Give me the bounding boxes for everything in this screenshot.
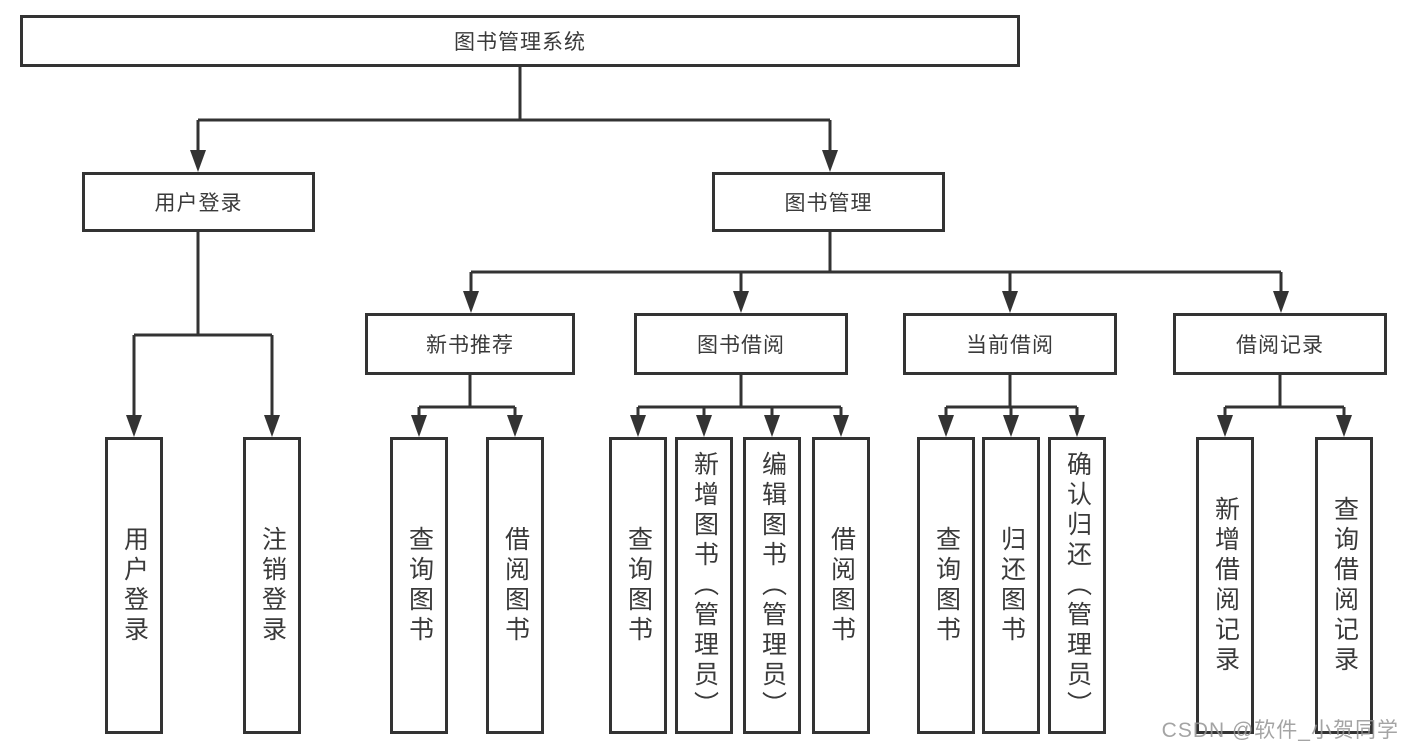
node-label: 查询图书	[624, 525, 653, 646]
node-label: 查询图书	[932, 525, 961, 646]
arrow-to-leaf-query-record	[1336, 415, 1352, 437]
arrow-to-leaf-user-login	[126, 415, 142, 437]
node-new-book-recommend: 新书推荐	[365, 313, 575, 375]
arrow-to-leaf-borrow-1	[507, 415, 523, 437]
arrow-to-borrow-records	[1273, 291, 1289, 313]
csdn-watermark: CSDN @软件_小贺同学	[1161, 719, 1399, 742]
arrow-to-leaf-edit-book	[764, 415, 780, 437]
arrow-to-leaf-query-2	[630, 415, 646, 437]
arrow-to-new-book	[463, 291, 479, 313]
node-label: 查询图书	[405, 525, 434, 646]
node-label: 注销登录	[258, 525, 287, 646]
connector-borrow-records-rail	[1223, 375, 1346, 417]
node-label: 借阅图书	[501, 525, 530, 646]
node-label: 确认归还（管理员）	[1063, 450, 1092, 721]
connector-current-borrow-rail	[944, 375, 1079, 417]
leaf-query-books-recommend: 查询图书	[390, 437, 448, 734]
node-label: 图书管理	[784, 192, 873, 215]
leaf-edit-book-admin: 编辑图书（管理员）	[743, 437, 801, 734]
node-current-borrowing: 当前借阅	[903, 313, 1117, 375]
arrow-to-book-mgmt	[822, 150, 838, 172]
leaf-borrow-books-recommend: 借阅图书	[486, 437, 544, 734]
leaf-return-books: 归还图书	[982, 437, 1040, 734]
arrow-to-book-borrow	[733, 291, 749, 313]
node-label: 图书管理系统	[454, 31, 586, 54]
leaf-query-books-current: 查询图书	[917, 437, 975, 734]
node-label: 编辑图书（管理员）	[758, 450, 787, 721]
node-borrowing-records: 借阅记录	[1173, 313, 1387, 375]
leaf-logout: 注销登录	[243, 437, 301, 734]
connector-user-login-rail	[132, 232, 274, 417]
leaf-add-book-admin: 新增图书（管理员）	[675, 437, 733, 734]
node-label: 查询借阅记录	[1330, 495, 1359, 676]
arrow-to-leaf-query-3	[938, 415, 954, 437]
connector-book-borrow-rail	[636, 375, 843, 417]
leaf-user-login: 用户登录	[105, 437, 163, 734]
arrow-to-leaf-query-1	[411, 415, 427, 437]
leaf-confirm-return-admin: 确认归还（管理员）	[1048, 437, 1106, 734]
connector-root-rail	[196, 67, 832, 152]
node-label: 用户登录	[120, 525, 149, 646]
node-user-login: 用户登录	[82, 172, 315, 232]
arrow-to-leaf-logout	[264, 415, 280, 437]
arrow-to-leaf-confirm-return	[1069, 415, 1085, 437]
node-label: 当前借阅	[966, 334, 1054, 357]
node-label: 图书借阅	[697, 334, 785, 357]
node-label: 借阅图书	[827, 525, 856, 646]
leaf-query-borrow-record: 查询借阅记录	[1315, 437, 1373, 734]
arrow-to-leaf-add-book	[696, 415, 712, 437]
arrow-to-current-borrow	[1002, 291, 1018, 313]
node-library-management-system: 图书管理系统	[20, 15, 1020, 67]
node-label: 用户登录	[154, 192, 243, 215]
node-label: 新书推荐	[426, 334, 514, 357]
node-book-borrowing: 图书借阅	[634, 313, 848, 375]
node-label: 借阅记录	[1236, 334, 1324, 357]
leaf-borrow-books-borrowing: 借阅图书	[812, 437, 870, 734]
connector-book-mgmt-rail	[469, 232, 1283, 294]
leaf-add-borrow-record: 新增借阅记录	[1196, 437, 1254, 734]
arrow-to-leaf-add-record	[1217, 415, 1233, 437]
node-label: 新增借阅记录	[1211, 495, 1240, 676]
node-book-management: 图书管理	[712, 172, 945, 232]
arrow-to-leaf-return	[1003, 415, 1019, 437]
connector-new-book-rail	[417, 375, 517, 417]
arrow-to-user-login	[190, 150, 206, 172]
leaf-query-books-borrowing: 查询图书	[609, 437, 667, 734]
arrow-to-leaf-borrow-2	[833, 415, 849, 437]
node-label: 新增图书（管理员）	[690, 450, 719, 721]
node-label: 归还图书	[997, 525, 1026, 646]
